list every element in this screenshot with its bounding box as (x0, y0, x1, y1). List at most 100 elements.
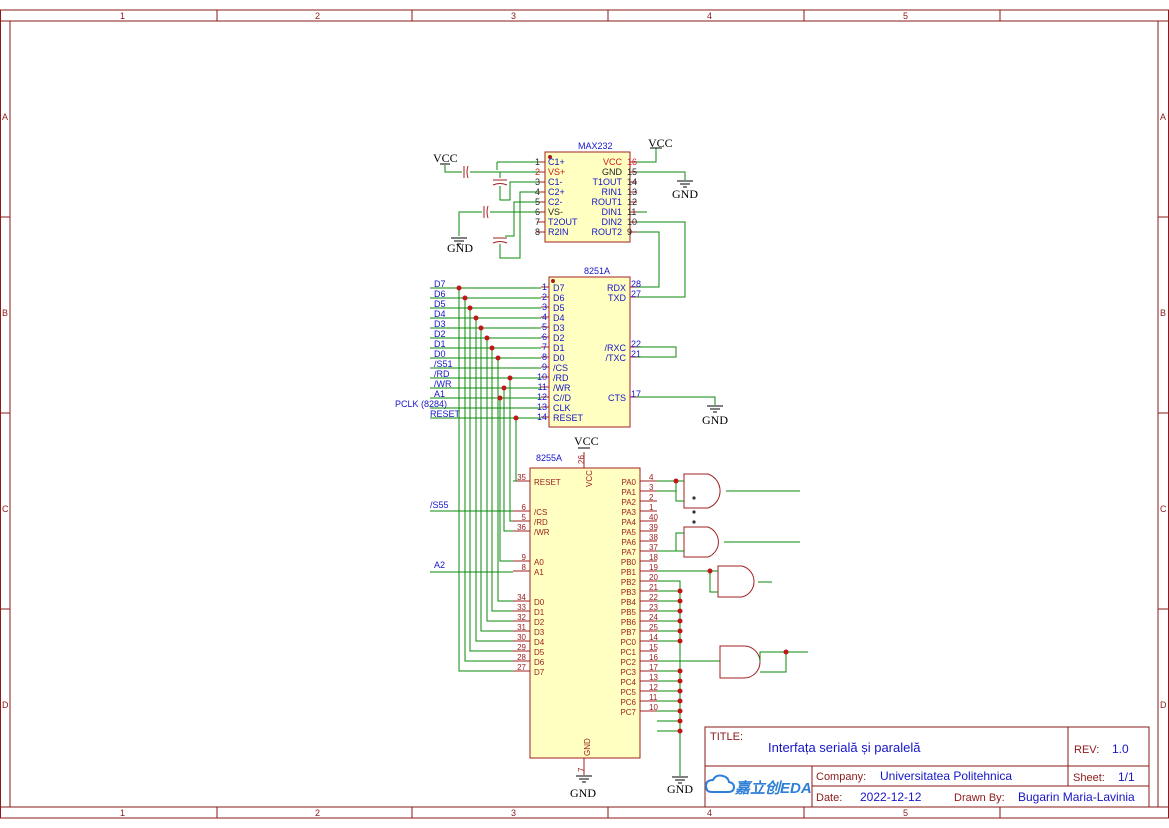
vcc-label-max-left: VCC (433, 151, 458, 165)
u8251-pin-name-txc: /TXC (605, 353, 626, 363)
u8251-net-label-d4: D4 (434, 309, 446, 319)
sheet-label: Sheet: (1073, 772, 1105, 784)
u8255-pin-name-pb1: PB1 (621, 568, 637, 577)
u8251-pin-name-d5: D5 (553, 303, 565, 313)
u8251-net-label-a1: A1 (434, 389, 445, 399)
max232-pin-name-vcc: VCC (603, 157, 623, 167)
row-label-right-d: D (1160, 700, 1167, 710)
u8255-pin-name-reset: RESET (534, 478, 561, 487)
junction-dot (677, 638, 683, 644)
u8251-pin-number-5: 5 (542, 322, 547, 332)
row-label-left-c: C (2, 504, 9, 514)
u8251-net-label-rd: /RD (434, 369, 450, 379)
company-label: Company: (816, 771, 866, 783)
u8251-pin-number-9: 9 (542, 362, 547, 372)
u8255-gnd-pin-name: GND (583, 738, 592, 756)
u8255-pin-name-pa4: PA4 (621, 518, 636, 527)
u8255-right-pins: 4PA03PA12PA21PA340PA439PA538PA637PA718PB… (620, 473, 658, 717)
bus-wire-reset (513, 418, 517, 482)
u8255-pin-number-29: 29 (517, 643, 526, 652)
u8255-pin-name-pa5: PA5 (621, 528, 636, 537)
u8255-pin-name-pa3: PA3 (621, 508, 636, 517)
u8255-pin-name-pb3: PB3 (621, 588, 637, 597)
bus-wire-d5 (469, 308, 513, 652)
u8255-pin-number-32: 32 (517, 613, 526, 622)
junction-dot (473, 315, 479, 321)
junction-dot (495, 355, 501, 361)
u8251-pin-name-d3: D3 (553, 323, 565, 333)
u8251-pin-name-d0: D0 (553, 353, 565, 363)
u8255-pin-number-31: 31 (517, 623, 526, 632)
u8251-pin-name-rd: /RD (553, 373, 569, 383)
u8255-pin-name-pc3: PC3 (620, 668, 636, 677)
gnd-label-max-left: GND (447, 241, 473, 255)
max232-power-wiring: VCC GND (637, 136, 698, 298)
u8251-net-label-d6: D6 (434, 289, 446, 299)
row-label-right-b: B (1160, 308, 1166, 318)
u8251-pin-name-d6: D6 (553, 293, 565, 303)
max232-pin-number-15: 15 (627, 167, 637, 177)
u8255-pin-number-38: 38 (649, 533, 658, 542)
u8251-net-label-d5: D5 (434, 299, 446, 309)
u8255-component[interactable]: 8255A 26 VCC VCC 7 GND GND 35RESET6/CS5/… (513, 434, 658, 800)
u8251-pin-name-clk: CLK (553, 403, 571, 413)
max232-pin-name-c2: C2- (548, 197, 563, 207)
col-label-top-4: 4 (707, 11, 712, 21)
junction-dot (677, 678, 683, 684)
vcc-label-8255: VCC (574, 434, 599, 448)
u8251-net-label-d1: D1 (434, 339, 446, 349)
u8251-pin-number-1: 1 (542, 282, 547, 292)
u8251-pin-name-cs: /CS (553, 363, 568, 373)
eda-logo: 嘉立创EDA (704, 774, 812, 797)
u8251-pin-name-cts: CTS (608, 393, 626, 403)
rev-label: REV: (1074, 744, 1099, 756)
junction-dot (497, 395, 503, 401)
max232-pin-number-13: 13 (627, 187, 637, 197)
u8255-pin-name-d0: D0 (534, 598, 545, 607)
max232-pin-number-8: 8 (535, 227, 540, 237)
u8251-pin-number-6: 6 (542, 332, 547, 342)
max232-name: MAX232 (578, 141, 613, 151)
u8251-net-label-wr: /WR (434, 379, 452, 389)
max232-pin-name-rout1: ROUT1 (591, 197, 622, 207)
u8255-pin-number-27: 27 (517, 663, 526, 672)
max232-pin-number-10: 10 (627, 217, 637, 227)
junction-dot (677, 668, 683, 674)
u8255-vcc-pin-name: VCC (585, 470, 594, 487)
row-label-right-c: C (1160, 504, 1167, 514)
u8255-pin-number-30: 30 (517, 633, 526, 642)
u8255-pin-name-pc5: PC5 (620, 688, 636, 697)
junction-dot (478, 325, 484, 331)
row-label-left-d: D (2, 700, 9, 710)
bus-wire-d7 (458, 288, 513, 672)
u8255-pin-number-40: 40 (649, 513, 658, 522)
u8251-pin-name-d4: D4 (553, 313, 565, 323)
u8255-pin-name-pb6: PB6 (621, 618, 637, 627)
junction-dot (677, 588, 683, 594)
u8255-pin-name-pa7: PA7 (621, 548, 636, 557)
u8255-pin-name-pb2: PB2 (621, 578, 637, 587)
wire-ground-bus (657, 580, 681, 776)
u8255-pin-number-17: 17 (649, 663, 658, 672)
junction-dot (513, 415, 519, 421)
max232-pin-name-t2out: T2OUT (548, 217, 578, 227)
junction-dot (673, 478, 679, 484)
u8255-pin-number-39: 39 (649, 523, 658, 532)
junction-dot (677, 628, 683, 634)
max232-pin-name-r2in: R2IN (548, 227, 569, 237)
u8251-pin-number-3: 3 (542, 302, 547, 312)
bus-wire-d0 (497, 358, 513, 602)
junction-dot (489, 345, 495, 351)
u8255-net-labels: /S55 A2 (430, 500, 513, 573)
col-label-bottom-5: 5 (903, 808, 908, 818)
u8255-pin-name-d7: D7 (534, 668, 545, 677)
junction-dot (677, 728, 683, 734)
bus-wire-d2 (486, 338, 513, 622)
u8255-pin-name-pc1: PC1 (620, 648, 636, 657)
u8255-pin-name-pc2: PC2 (620, 658, 636, 667)
junction-dot (677, 708, 683, 714)
